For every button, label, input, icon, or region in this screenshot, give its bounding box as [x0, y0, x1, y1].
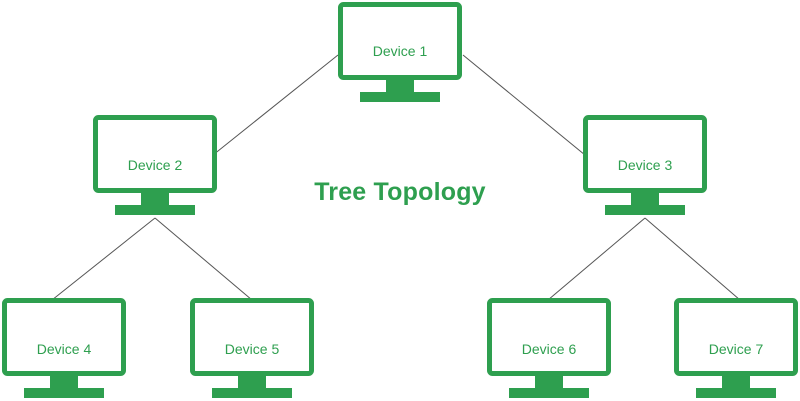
device-node-7: Device 7	[674, 298, 798, 399]
device-node-3: Device 3	[583, 115, 707, 216]
link-device-2-device-4	[51, 217, 156, 301]
device-label: Device 7	[708, 341, 764, 357]
monitor-icon	[487, 298, 611, 398]
device-node-1: Device 1	[338, 2, 462, 103]
device-node-2: Device 2	[93, 115, 217, 216]
monitor-icon	[338, 2, 462, 102]
device-node-6: Device 6	[487, 298, 611, 399]
device-label: Device 5	[224, 341, 280, 357]
link-device-3-device-7	[644, 217, 741, 301]
device-label: Device 4	[36, 341, 92, 357]
monitor-icon	[93, 115, 217, 215]
monitor-icon	[583, 115, 707, 215]
monitor-icon	[674, 298, 798, 398]
device-label: Device 3	[617, 157, 673, 173]
device-label: Device 1	[372, 43, 428, 59]
device-label: Device 6	[521, 341, 577, 357]
device-label: Device 2	[127, 157, 183, 173]
monitor-icon	[190, 298, 314, 398]
device-node-4: Device 4	[2, 298, 126, 399]
link-device-1-device-3	[462, 54, 586, 156]
diagram-title: Tree Topology	[314, 178, 486, 206]
link-device-3-device-6	[547, 217, 646, 301]
link-device-1-device-2	[212, 54, 339, 156]
monitor-icon	[2, 298, 126, 398]
device-node-5: Device 5	[190, 298, 314, 399]
link-device-2-device-5	[154, 217, 253, 301]
